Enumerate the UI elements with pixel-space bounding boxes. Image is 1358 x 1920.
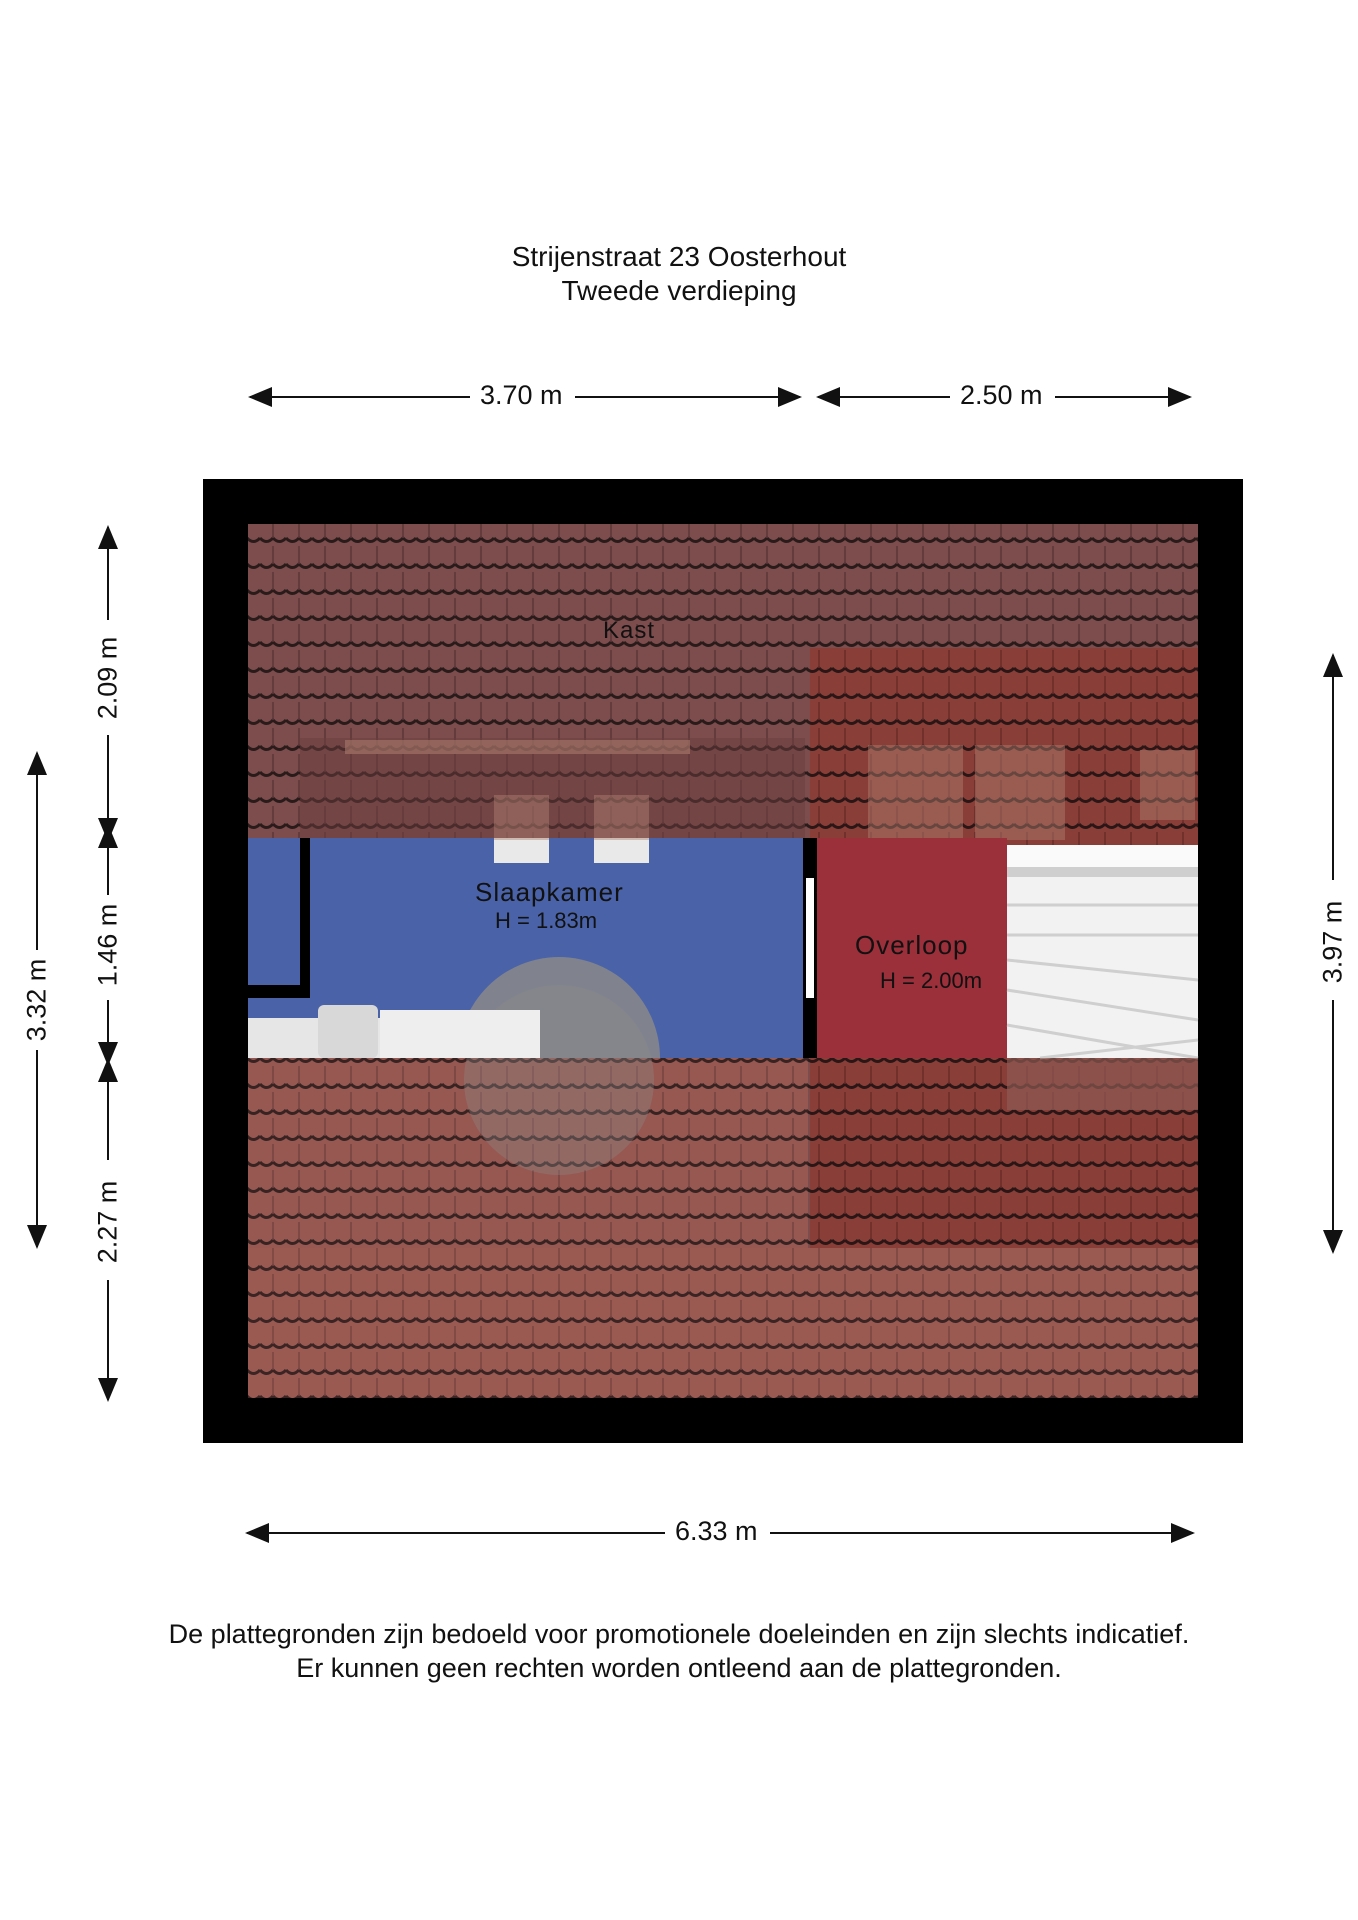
roof-tiles-bottom [248,1248,1198,1398]
disclaimer-line-1: De plattegronden zijn bedoeld voor promo… [168,1619,1190,1649]
dimension-label-top-right: 2.50 m [952,380,1051,411]
slaapkamer-inner-wall [248,838,310,998]
cabinet-1 [868,745,963,840]
stairs [1007,845,1198,1058]
cabinet-3 [1140,750,1195,820]
address-title: Strijenstraat 23 Oosterhout [511,241,847,272]
disclaimer-line-2: Er kunnen geen rechten worden ontleend a… [296,1653,1062,1683]
cabinet-2 [975,745,1065,840]
room-label-overloop: Overloop [855,930,969,960]
dimension-label-left-outer: 3.32 m [21,950,53,1050]
dimension-label-right: 3.97 m [1317,892,1349,992]
nightstand-right [594,838,649,863]
room-label-slaapkamer: Slaapkamer [475,877,624,907]
room-label-kast: Kast [603,617,656,644]
bed-pillow [318,1005,378,1058]
kast-shelf-top [345,740,690,754]
kast-shelf [300,738,805,838]
roof-tiles-lower-left [248,1058,808,1248]
dimension-label-top-left: 3.70 m [472,380,571,411]
overloop-area [817,838,1007,1058]
dimension-label-left-top: 2.09 m [92,628,124,728]
nightstand-left [494,838,549,863]
floor-title: Tweede verdieping [561,275,797,306]
room-height-slaapkamer: H = 1.83m [495,908,598,933]
dimension-label-left-bottom: 2.27 m [92,1172,124,1272]
bed-cover [380,1010,540,1058]
slaapkamer-niche [248,838,310,998]
dimension-label-left-middle: 1.46 m [92,895,124,995]
room-height-overloop: H = 2.00m [880,968,983,993]
dimension-label-bottom: 6.33 m [667,1516,766,1547]
door [806,878,814,998]
